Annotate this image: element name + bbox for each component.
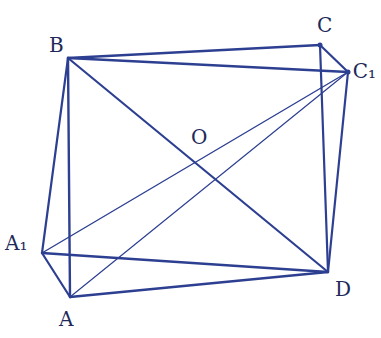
diagonal-line (42, 72, 348, 253)
edge-line (320, 45, 328, 272)
edge-line (320, 45, 348, 72)
point-label: C (316, 14, 333, 36)
edge-line (42, 253, 70, 297)
diagonal-line (70, 72, 348, 297)
point-label: O (190, 126, 208, 148)
edge-line (68, 58, 348, 72)
diagonal-line (68, 58, 328, 272)
edge-line (70, 272, 328, 297)
edge-line (68, 58, 70, 297)
point-label: A (58, 308, 74, 330)
vertex-dot (346, 70, 351, 75)
point-label: B (48, 34, 65, 56)
edge-line (328, 72, 348, 272)
point-label: A₁ (4, 232, 28, 254)
point-label: C₁ (352, 60, 377, 82)
edge-line (42, 253, 328, 272)
edge-line (42, 58, 68, 253)
point-label: D (334, 278, 352, 300)
vertex-dot (318, 43, 323, 48)
edge-line (68, 45, 320, 58)
